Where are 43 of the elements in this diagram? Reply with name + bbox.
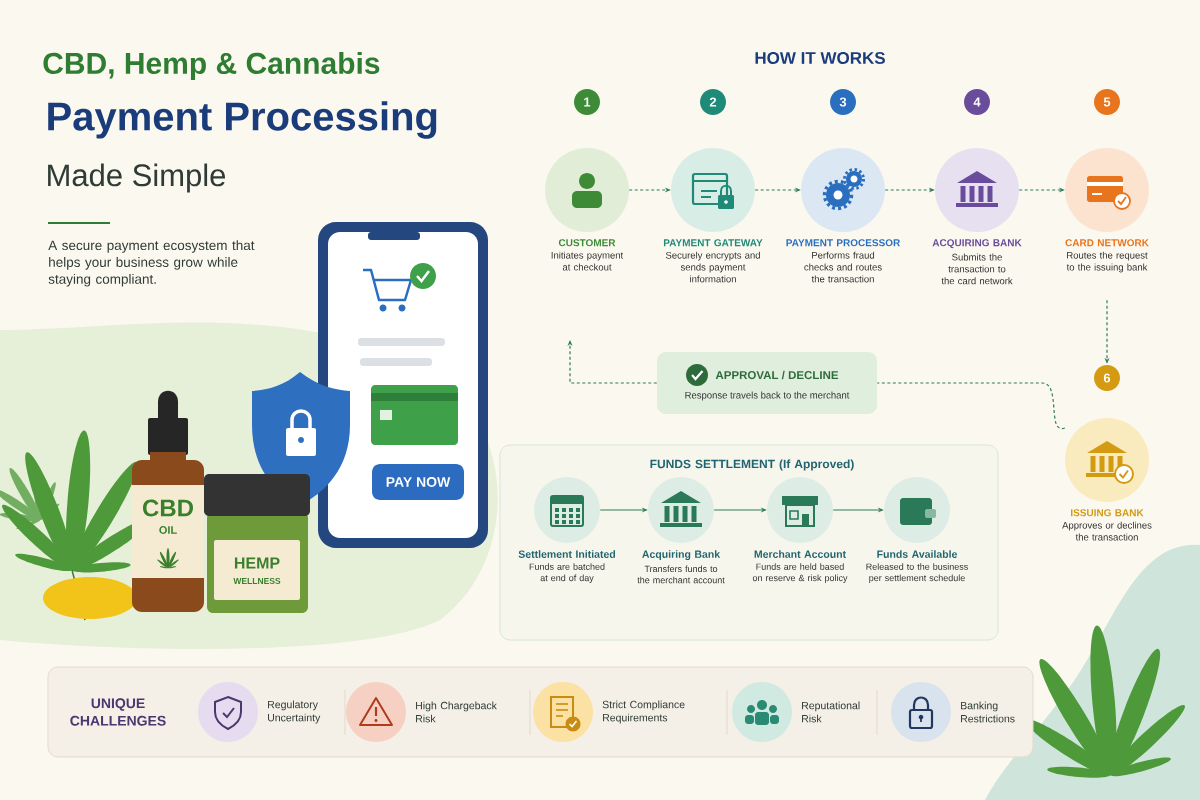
section-heading: HOW IT WORKS	[755, 52, 885, 64]
step-title: PAYMENT PROCESSOR	[786, 239, 901, 247]
title: Payment Processing	[48, 101, 437, 139]
intro-text: A secure payment ecosystem that helps your business grow while staying compliant.	[48, 240, 255, 287]
challenge-label: Banking Restrictions	[961, 701, 1015, 723]
step-description: Routes the request to the issuing bank	[1066, 251, 1148, 273]
step-number: 6	[1094, 365, 1120, 391]
step-title: Settlement Initiated	[518, 550, 616, 558]
title: CBD, Hemp & Cannabis	[43, 52, 380, 80]
title: Made Simple	[48, 163, 226, 193]
step-number: 1	[574, 89, 600, 115]
step-title: CUSTOMER	[558, 239, 616, 247]
step-description: Funds are batched at end of day	[529, 563, 605, 583]
step-title: ISSUING BANK	[1071, 509, 1144, 517]
step-description: Funds are held based on reserve & risk policy	[752, 563, 848, 583]
challenge-label: Reputational Risk	[802, 701, 860, 723]
pay-now-button: PAY NOW	[372, 464, 464, 500]
challenge-label: Regulatory Uncertainty	[268, 700, 321, 724]
challenge-label: Strict Compliance Requirements	[602, 700, 685, 724]
step-description: Submits the transaction to the card network	[941, 253, 1013, 285]
product-label: HEMP	[234, 557, 280, 569]
product-label: OIL	[159, 526, 177, 534]
step-number: 5	[1094, 89, 1120, 115]
step-title: Funds Available	[877, 550, 957, 558]
step-description: Performs fraud checks and routes the transaction	[804, 251, 882, 283]
step-title: ACQUIRING BANK	[932, 239, 1022, 249]
step-number: 4	[964, 89, 990, 115]
step-number: 3	[830, 89, 856, 115]
product-label: CBD	[143, 499, 193, 517]
step-description: Released to the business per settlement schedule	[866, 563, 968, 583]
approval-box: APPROVAL / DECLINE Response travels back to the merchant	[657, 352, 877, 414]
step-title: Merchant Account	[754, 550, 846, 558]
challenge-label: High Chargeback Risk	[416, 701, 497, 723]
step-description: Securely encrypts and sends payment information	[665, 251, 760, 283]
product-label: WELLNESS	[233, 578, 281, 584]
step-description: Initiates payment at checkout	[551, 251, 624, 271]
step-number: 2	[700, 89, 726, 115]
step-description: Transfers funds to the merchant account	[637, 565, 725, 584]
arrow	[567, 340, 658, 384]
step-title: Acquiring Bank	[642, 550, 721, 561]
step-title: CARD NETWORK	[1065, 239, 1149, 247]
step-description: Approves or declines the transaction	[1062, 521, 1152, 541]
step-title: PAYMENT GATEWAY	[663, 239, 763, 247]
